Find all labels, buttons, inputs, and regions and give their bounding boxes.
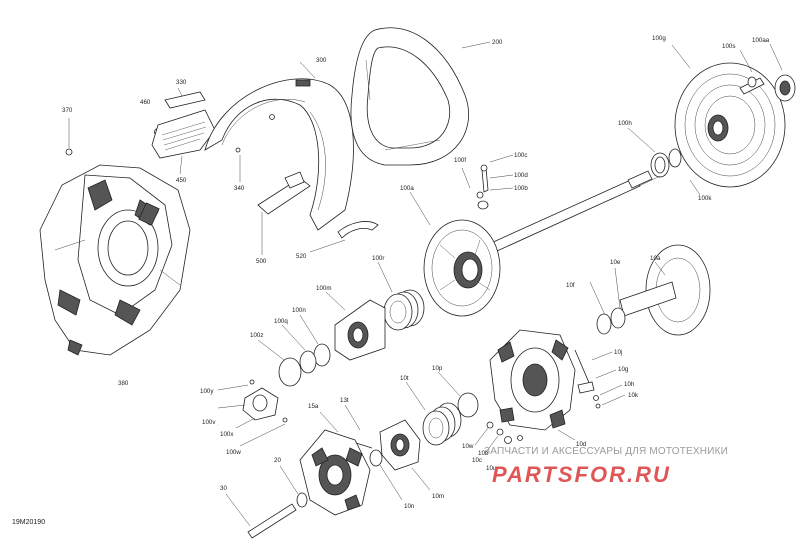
label-10n: 10n [404,503,415,510]
drive-plate [299,429,371,516]
label-300: 300 [316,57,327,64]
label-100g: 100g [652,35,666,42]
label-13t: 13t [340,397,349,404]
label-100f: 100f [454,157,466,164]
watermark-title: ЗАПЧАСТИ И АКСЕССУАРЫ ДЛЯ МОТОТЕХНИКИ [484,446,729,457]
label-520: 520 [296,253,307,260]
label-330: 330 [176,79,187,86]
label-100x: 100x [220,431,234,438]
cam-assembly-15a [319,404,431,501]
fasteners-100b-100f [461,154,514,210]
label-100y: 100y [200,388,214,395]
label-20: 20 [274,457,281,464]
vent-plate-assembly [151,87,216,175]
label-10j: 10j [614,349,622,356]
label-100h: 100h [618,120,632,127]
label-100s: 100s [722,43,735,50]
label-100r: 100r [372,255,384,262]
label-100c: 100c [514,152,527,159]
bolt-30-washer-20 [225,465,308,539]
label-100a: 100a [400,185,414,192]
drive-belt-200 [350,27,491,166]
label-100d: 100d [514,172,528,179]
label-100z: 100z [250,332,263,339]
latch-500-520 [257,171,379,255]
label-10g: 10g [618,366,629,373]
drive-shaft-100a [479,127,701,257]
spring-spider-assembly [257,261,425,387]
label-10d: 10d [576,441,587,448]
watermark-logo: PARTSFOR.RU [492,462,671,487]
label-10p: 10p [432,365,443,372]
bolt-bearing-100s-100aa [739,43,796,102]
label-380: 380 [118,380,129,387]
label-10k: 10k [628,392,639,399]
label-15a: 15a [308,403,319,410]
cap-screws-100v-100y [217,379,288,447]
bolt-370 [65,118,73,156]
label-100m: 100m [316,285,331,292]
label-10a: 10a [650,255,661,262]
label-10f: 10f [566,282,575,289]
label-10b: 10b [478,450,489,457]
label-10u: 10u [486,465,497,472]
label-100v: 100v [202,419,216,426]
label-100q: 100q [274,318,288,325]
pins-10g-10k [574,349,626,409]
label-30: 30 [220,485,227,492]
callout-labels: 330 300 200 100g 100s 100aa 370 460 450 … [62,35,770,510]
label-10m: 10m [432,493,444,500]
label-100k: 100k [698,195,712,202]
label-100w: 100w [226,449,241,456]
secondary-housing-10d [489,329,576,441]
label-450: 450 [176,177,187,184]
small-parts-10b-10w [474,421,523,453]
movable-sheave-100q [409,191,501,317]
belt-guard-300 [204,61,354,231]
label-10c: 10c [472,457,482,464]
label-100aa: 100aa [752,37,770,44]
label-200: 200 [492,39,503,46]
label-100n: 100n [292,307,306,314]
label-340: 340 [234,185,245,192]
label-500: 500 [256,258,267,265]
figure-id: 19M20190 [12,519,46,526]
label-10e: 10e [610,259,621,266]
label-10w: 10w [462,443,474,450]
label-100b: 100b [514,185,528,192]
fixed-sheave-100g [671,44,786,188]
label-10h: 10h [624,381,635,388]
label-370: 370 [62,107,73,114]
clutch-guard-housing [39,164,191,356]
secondary-spring-10t [405,371,479,446]
secondary-sheave-10a [589,244,711,336]
label-460: 460 [140,99,151,106]
label-10t: 10t [400,375,409,382]
